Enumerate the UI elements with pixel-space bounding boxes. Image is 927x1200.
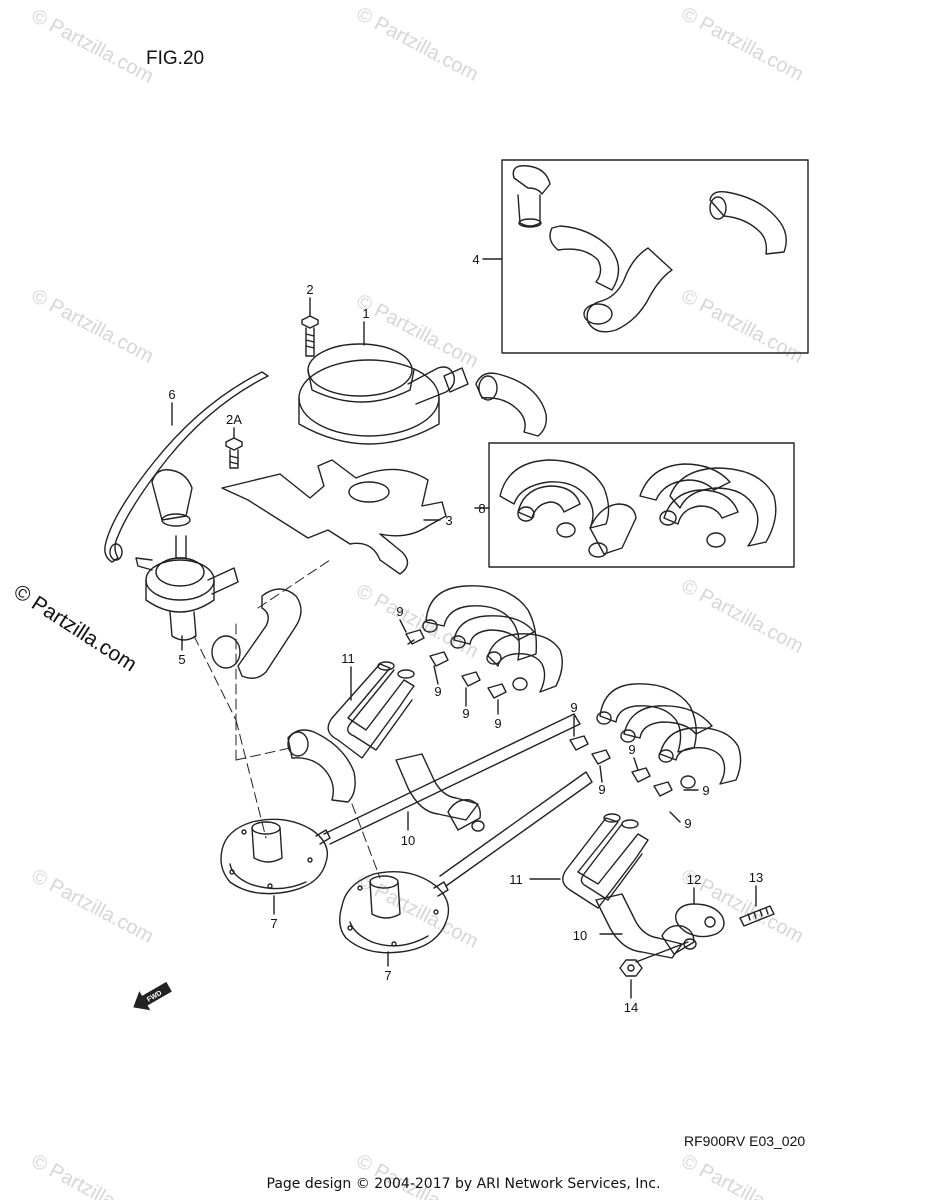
hose-s xyxy=(237,588,302,679)
watermark: © Partzilla.com xyxy=(28,865,157,948)
part-6-hose xyxy=(104,371,269,563)
callout: 1 xyxy=(362,306,369,321)
part-11-pipe xyxy=(562,817,649,909)
callout: 9 xyxy=(570,700,577,715)
part-3-bracket xyxy=(221,459,447,575)
watermark: © Partzilla.com xyxy=(353,580,482,663)
part-5-pair-valve xyxy=(135,469,239,651)
watermark: © Partzilla.com xyxy=(28,1150,157,1200)
hose-u-right xyxy=(599,683,697,753)
watermark: © Partzilla.com xyxy=(678,285,807,368)
callout: 9 xyxy=(702,783,709,798)
callout: 11 xyxy=(341,651,355,666)
routing-lines xyxy=(193,559,381,879)
bolt-2a xyxy=(225,427,243,469)
part-10-pipe xyxy=(395,753,479,821)
callout: 8 xyxy=(478,501,485,516)
part-1-valve-cover xyxy=(298,321,469,445)
callout: 7 xyxy=(384,968,391,983)
clamps xyxy=(405,629,673,797)
callout: 9 xyxy=(494,716,501,731)
callout: 9 xyxy=(628,742,635,757)
fwd-arrow: FWD xyxy=(133,981,172,1011)
watermark: © Partzilla.com xyxy=(28,5,157,88)
part-12-gasket xyxy=(675,887,725,938)
part-7-cover-left xyxy=(220,818,331,915)
page-footer: Page design © 2004-2017 by ARI Network S… xyxy=(266,1176,661,1192)
watermark: © Partzilla.com xyxy=(353,1150,482,1200)
hose-kit-box xyxy=(488,442,795,568)
callout: 12 xyxy=(687,872,701,887)
callout: 13 xyxy=(749,870,763,885)
callout: 5 xyxy=(178,652,185,667)
callout: 9 xyxy=(434,684,441,699)
callout: 10 xyxy=(573,928,587,943)
bolt-2 xyxy=(301,297,319,357)
callout: 9 xyxy=(684,816,691,831)
watermark: © Partzilla.com xyxy=(28,285,157,368)
figure-title: FIG.20 xyxy=(146,48,205,69)
drawing-code: RF900RV E03_020 xyxy=(684,1133,806,1149)
callout: 11 xyxy=(509,872,523,887)
watermark: © Partzilla.com xyxy=(678,575,807,658)
part-14-nut xyxy=(619,959,643,999)
watermark: © Partzilla.com xyxy=(678,3,807,86)
callout: 9 xyxy=(598,782,605,797)
callout: 4 xyxy=(472,252,479,267)
hose-kit-box xyxy=(501,159,809,354)
watermark: © Partzilla.com xyxy=(353,3,482,86)
watermark: © Partzilla.com xyxy=(678,1150,807,1200)
background-watermarks: © Partzilla.com © Partzilla.com © Partzi… xyxy=(28,3,807,1200)
hose-elbow xyxy=(475,372,548,437)
callout: 6 xyxy=(168,387,175,402)
hose-elbow-center xyxy=(287,729,356,803)
callout: 14 xyxy=(624,1000,638,1015)
fwd-label: FWD xyxy=(146,990,163,1004)
callout-numbers: 1 2 2A 3 4 5 6 7 7 8 9 9 9 9 9 9 9 9 9 1… xyxy=(168,252,763,1015)
part-10-pipe xyxy=(595,893,683,959)
callout: 3 xyxy=(445,513,452,528)
part-13-stud xyxy=(739,885,775,927)
callout: 2 xyxy=(306,282,313,297)
callout: 9 xyxy=(396,604,403,619)
callout: 10 xyxy=(401,833,415,848)
part-11-pipe xyxy=(327,663,415,759)
hose-u xyxy=(425,585,538,661)
callout: 7 xyxy=(270,916,277,931)
leaders-9 xyxy=(399,619,699,823)
callout: 2A xyxy=(226,412,242,427)
callout: 9 xyxy=(462,706,469,721)
